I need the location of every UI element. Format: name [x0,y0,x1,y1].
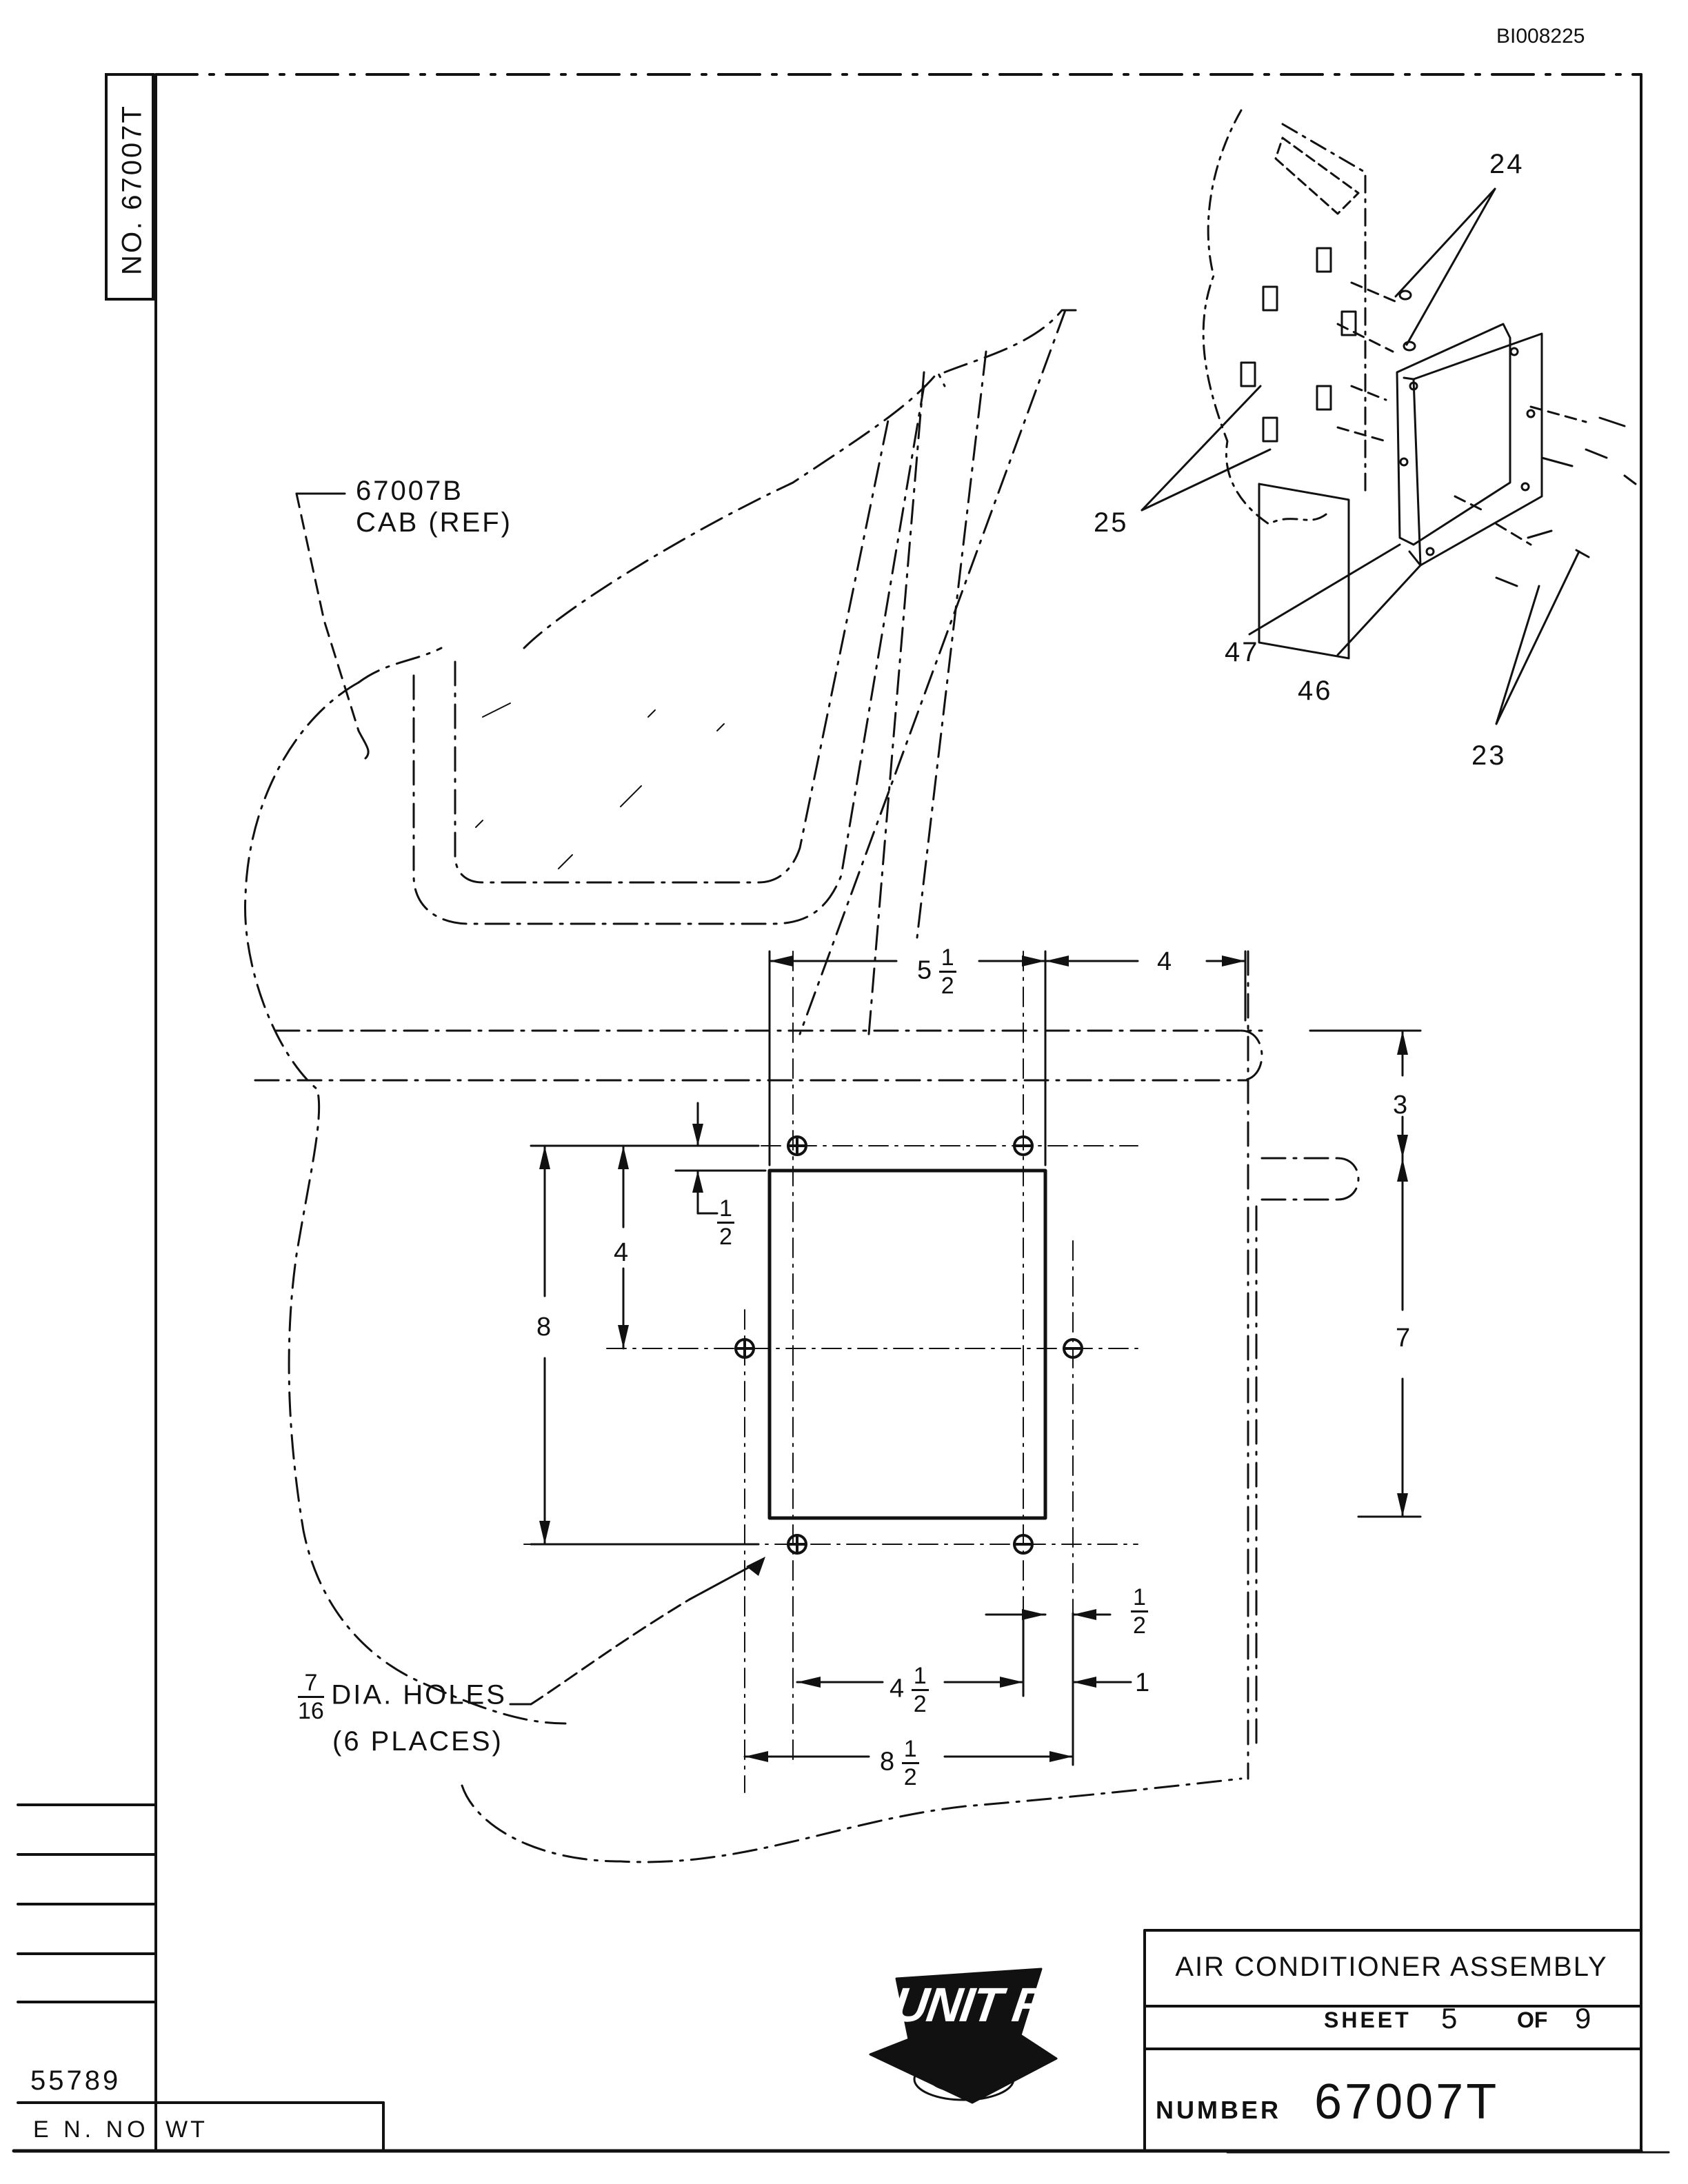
dim-bottom-inner-whole: 4 [890,1674,905,1703]
dimension-lines [530,950,1422,1766]
weight-label: WT [165,2116,208,2143]
side-drawing-number: NO. 67007T [117,104,148,275]
dim-side-offset-den: 2 [1133,1612,1146,1639]
dim-top-right: 4 [1157,947,1172,976]
dim-bottom-inner-den: 2 [913,1691,927,1717]
dim-side-offset-num: 1 [1131,1586,1148,1612]
sheet-of-label: OF [1517,2008,1548,2032]
holes-frac-num: 7 [298,1671,324,1698]
holes-places: (6 PLACES) [332,1726,503,1757]
sheet-number: 5 [1441,2002,1458,2034]
dim-bottom-inner-num: 1 [911,1664,929,1691]
cab-ref-leader [295,492,370,760]
callout-23: 23 [1471,740,1507,771]
dimension-arrows [539,956,1408,1762]
cutout-opening [767,1169,1047,1520]
holes-leader [509,1561,760,1706]
dim-bottom-outer-den: 2 [903,1764,917,1790]
hole-centerlines [523,951,1138,1793]
sheet-label: SHEET [1324,2008,1411,2032]
unit-rig-logo-mark [869,1968,1058,2104]
mounting-holes [734,1135,1083,1555]
dim-left-outer: 8 [536,1313,552,1342]
dim-right-upper: 3 [1393,1091,1408,1120]
cab-outline [244,309,1360,1863]
callout-47: 47 [1225,637,1260,667]
cab-ref-label: CAB (REF) [356,507,512,538]
holes-frac-den: 16 [298,1698,324,1724]
callout-46: 46 [1298,676,1333,706]
dim-top-left-whole: 5 [917,956,932,985]
drawing-border [12,73,1670,2154]
cab-ref-number: 67007B [356,476,463,506]
drawing-number: 67007T [1314,2074,1500,2130]
en-number-value: 55789 [30,2065,121,2096]
en-number-label: E N. NO [33,2116,150,2143]
dim-top-left-den: 2 [941,973,954,999]
sheet-total: 9 [1575,2002,1591,2034]
dim-side-one: 1 [1135,1668,1150,1697]
drawing-title: AIR CONDITIONER ASSEMBLY [1175,1951,1608,1982]
dim-hole-offset-num: 1 [717,1197,734,1224]
dim-hole-offset-den: 2 [719,1224,732,1250]
dim-left-inner: 4 [614,1238,629,1267]
document-id: BI008225 [1496,25,1585,48]
dim-top-left-num: 1 [938,946,956,973]
callout-24: 24 [1489,149,1525,179]
revision-strip [17,1803,385,2152]
glass-reflection-marks [475,702,725,869]
holes-label: DIA. HOLES [331,1679,507,1710]
dim-bottom-outer-num: 1 [901,1737,919,1764]
exploded-assembly [1141,109,1637,725]
dim-bottom-outer-whole: 8 [880,1747,895,1777]
unit-rig-logo-text: UNIT RIG [890,1978,1098,2032]
callout-25: 25 [1094,507,1129,538]
title-block-frame [1143,1929,1642,2152]
side-drawing-number-box: NO. 67007T [105,73,154,301]
dim-right-lower: 7 [1396,1324,1411,1353]
drawing-number-label: NUMBER [1156,2096,1281,2124]
